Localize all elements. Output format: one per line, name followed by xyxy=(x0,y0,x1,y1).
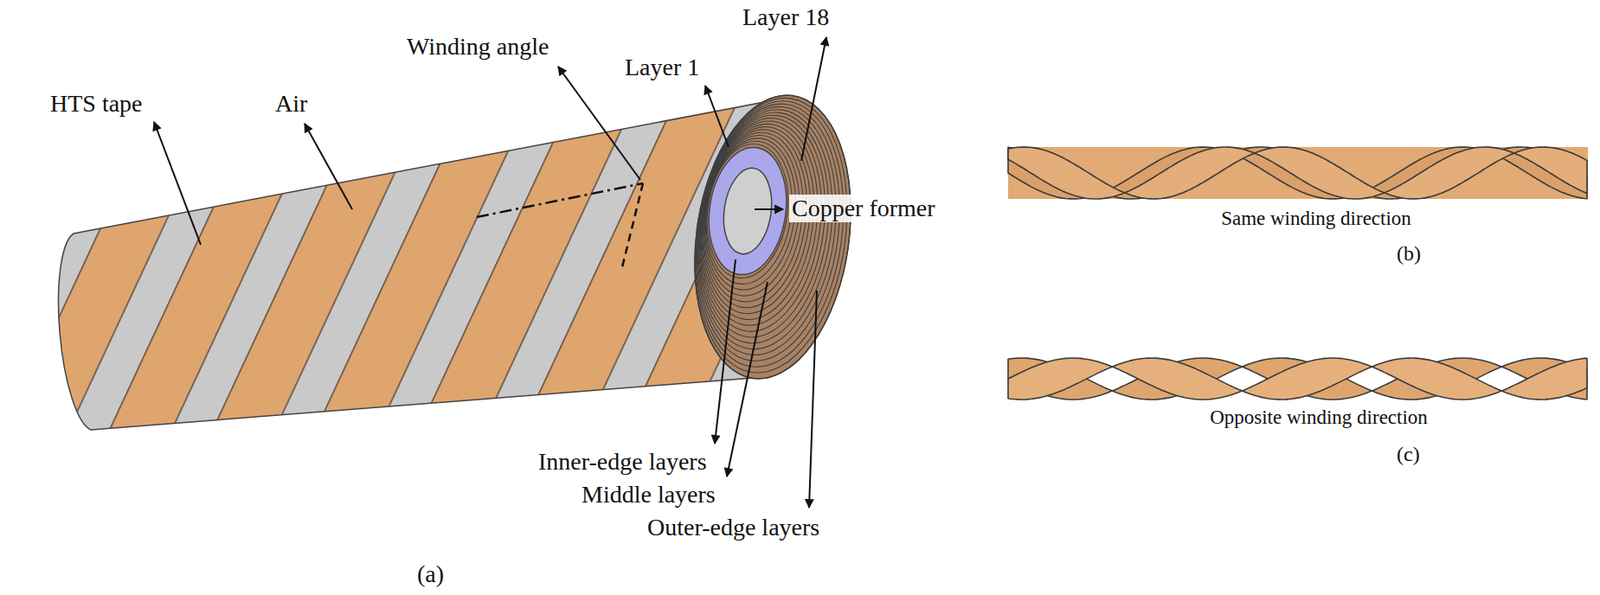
part-label: Middle layers xyxy=(581,481,716,509)
leader-arrow xyxy=(809,290,817,508)
copper-former-ring xyxy=(700,142,795,281)
leader-arrow xyxy=(154,122,201,245)
panel-letter: (c) xyxy=(1396,443,1421,468)
leader-arrow xyxy=(726,282,768,477)
panel-letter: (b) xyxy=(1396,242,1421,267)
tape-strip xyxy=(1008,147,1588,200)
leader-lines xyxy=(154,37,827,508)
tape-layer-ring xyxy=(678,88,864,383)
part-label: Same winding direction xyxy=(1220,207,1412,231)
tape-layer-ring xyxy=(697,135,801,290)
part-label: Copper former xyxy=(789,194,939,223)
cable-cross-section xyxy=(677,84,868,389)
part-label: Layer 18 xyxy=(742,3,829,32)
part-label: Air xyxy=(275,89,308,118)
same-direction-tapes xyxy=(1008,147,1588,200)
twisted-tape xyxy=(1008,147,1588,200)
part-label: Inner-edge layers xyxy=(538,448,707,476)
tape-layers xyxy=(677,84,868,389)
leader-arrow xyxy=(304,123,353,210)
leader-arrow xyxy=(558,66,641,180)
twisted-tape xyxy=(1008,147,1588,200)
panel-letter: (a) xyxy=(417,560,444,589)
part-label: HTS tape xyxy=(50,89,143,118)
tape-layer-ring xyxy=(677,84,868,389)
part-label: Layer 1 xyxy=(624,53,700,82)
leader-arrow xyxy=(714,259,736,444)
leader-arrow xyxy=(705,85,729,148)
part-label: Outer-edge layers xyxy=(647,514,820,542)
tape-direction-line xyxy=(622,183,643,268)
former-core xyxy=(718,165,777,258)
axis-line xyxy=(476,183,643,218)
part-label: Winding angle xyxy=(406,32,550,61)
twisted-tape xyxy=(1008,358,1588,400)
twisted-tape xyxy=(1008,358,1588,400)
opposite-direction-tapes xyxy=(1008,358,1588,400)
leader-arrow xyxy=(754,208,784,211)
part-label: Opposite winding direction xyxy=(1209,406,1428,430)
leader-arrow xyxy=(801,37,827,161)
cable-body xyxy=(58,96,792,431)
